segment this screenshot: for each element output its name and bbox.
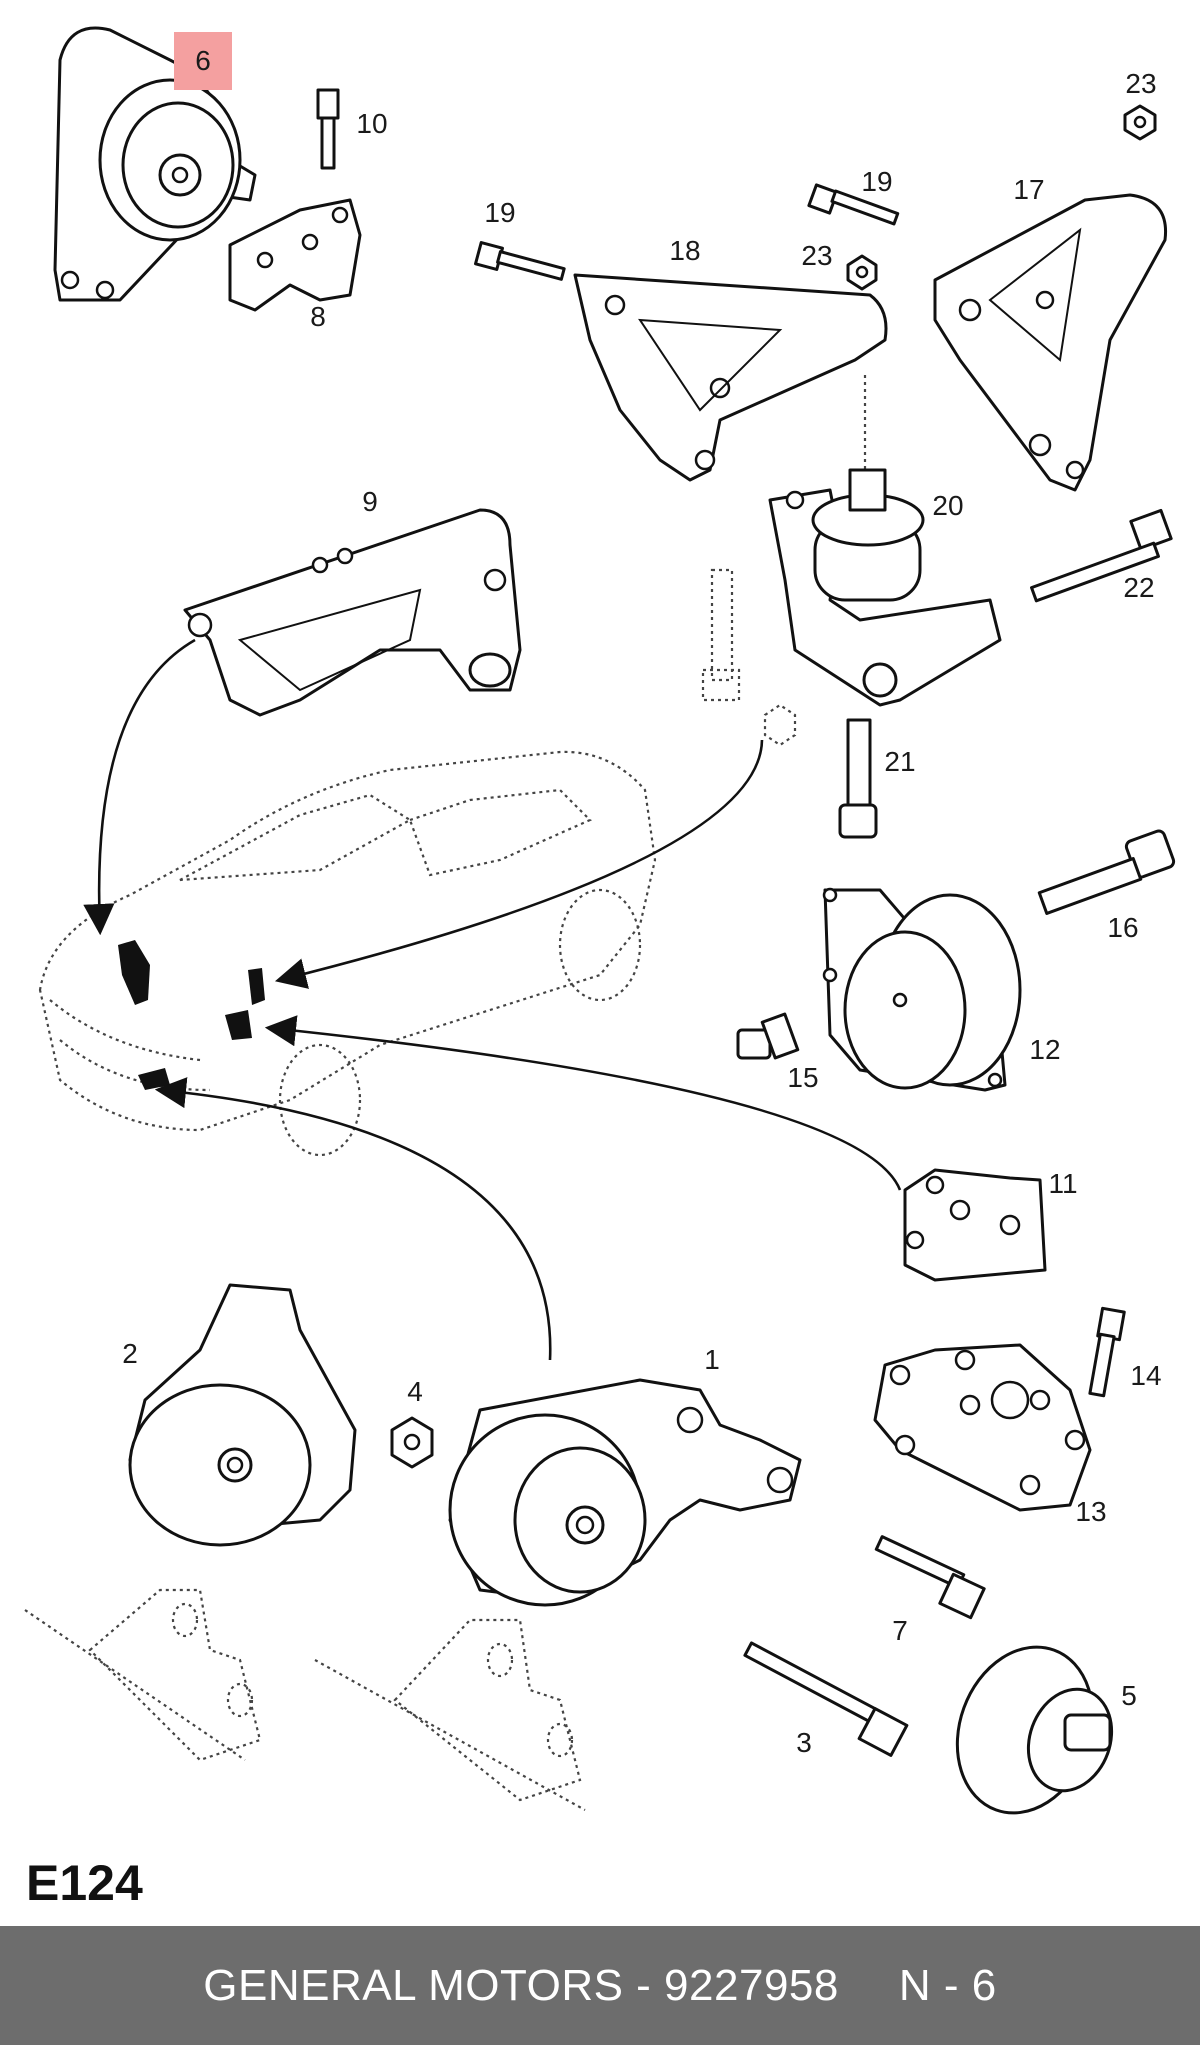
callout-20: 20 [932, 490, 964, 521]
part-14-bolt [1088, 1306, 1126, 1398]
part-8-bracket [228, 198, 362, 312]
callout-8: 8 [310, 301, 326, 332]
callout-5: 5 [1121, 1680, 1137, 1711]
part-1-mount [448, 1378, 802, 1607]
part-7-bolt [874, 1535, 986, 1620]
part-13-bracket [873, 1343, 1092, 1512]
callout-6-highlighted: 6 [174, 32, 232, 90]
part-23-nut-middle [846, 254, 878, 291]
callout-9: 9 [362, 486, 378, 517]
part-5-bushing [955, 1645, 1114, 1815]
callout-19-left: 19 [484, 197, 516, 228]
part-21-bolt [838, 718, 878, 839]
callout-22: 22 [1123, 572, 1155, 603]
car-highlight-marks [118, 940, 265, 1090]
dotted-nut [763, 703, 797, 747]
part-4-nut [390, 1416, 434, 1469]
part-3-bolt [743, 1641, 909, 1757]
leader-arrows [83, 638, 902, 1361]
callout-12: 12 [1029, 1034, 1061, 1065]
part-11-bracket [903, 1168, 1047, 1282]
callout-21: 21 [884, 746, 916, 777]
car-outline [38, 750, 657, 1157]
callout-2: 2 [122, 1338, 138, 1369]
part-15-bolt [736, 1012, 800, 1060]
footer-brand-part: GENERAL MOTORS - 9227958 [203, 1960, 839, 2010]
dotted-bolt [701, 568, 741, 702]
callout-10: 10 [356, 108, 388, 139]
part-23-nut-top [1123, 104, 1157, 141]
callout-13: 13 [1075, 1496, 1107, 1527]
parts-diagram [24, 26, 1176, 1815]
callout-23-top: 23 [1125, 68, 1157, 99]
part-12-mount [822, 887, 1022, 1092]
part-2-mount [128, 1283, 357, 1547]
part-19-bolt-left [474, 241, 566, 281]
callout-16: 16 [1107, 912, 1139, 943]
part-6-mount [53, 26, 257, 302]
callout-7: 7 [892, 1615, 908, 1646]
callout-18: 18 [669, 235, 701, 266]
callout-17: 17 [1013, 174, 1045, 205]
part-18-bracket [573, 273, 888, 482]
callout-23-middle: 23 [801, 240, 833, 271]
part-16-bolt [1037, 829, 1176, 915]
callout-15: 15 [787, 1062, 819, 1093]
part-20-mount [768, 468, 1002, 707]
dotted-brackets [24, 1588, 586, 1811]
section-code: E124 [26, 1855, 143, 1911]
part-22-bolt [1030, 508, 1173, 603]
footer-position: N - 6 [898, 1960, 997, 2010]
footer-bar: GENERAL MOTORS - 9227958 N - 6 [0, 1926, 1200, 2045]
callout-19-right: 19 [861, 166, 893, 197]
callout-3: 3 [796, 1727, 812, 1758]
callout-11: 11 [1048, 1168, 1078, 1199]
part-9-bracket [183, 508, 522, 717]
part-19-bolt-right [807, 183, 900, 226]
part-10-bolt [316, 88, 340, 170]
part-17-bracket [933, 193, 1168, 492]
callout-1: 1 [704, 1344, 720, 1375]
callout-4: 4 [407, 1376, 423, 1407]
callout-14: 14 [1130, 1360, 1162, 1391]
